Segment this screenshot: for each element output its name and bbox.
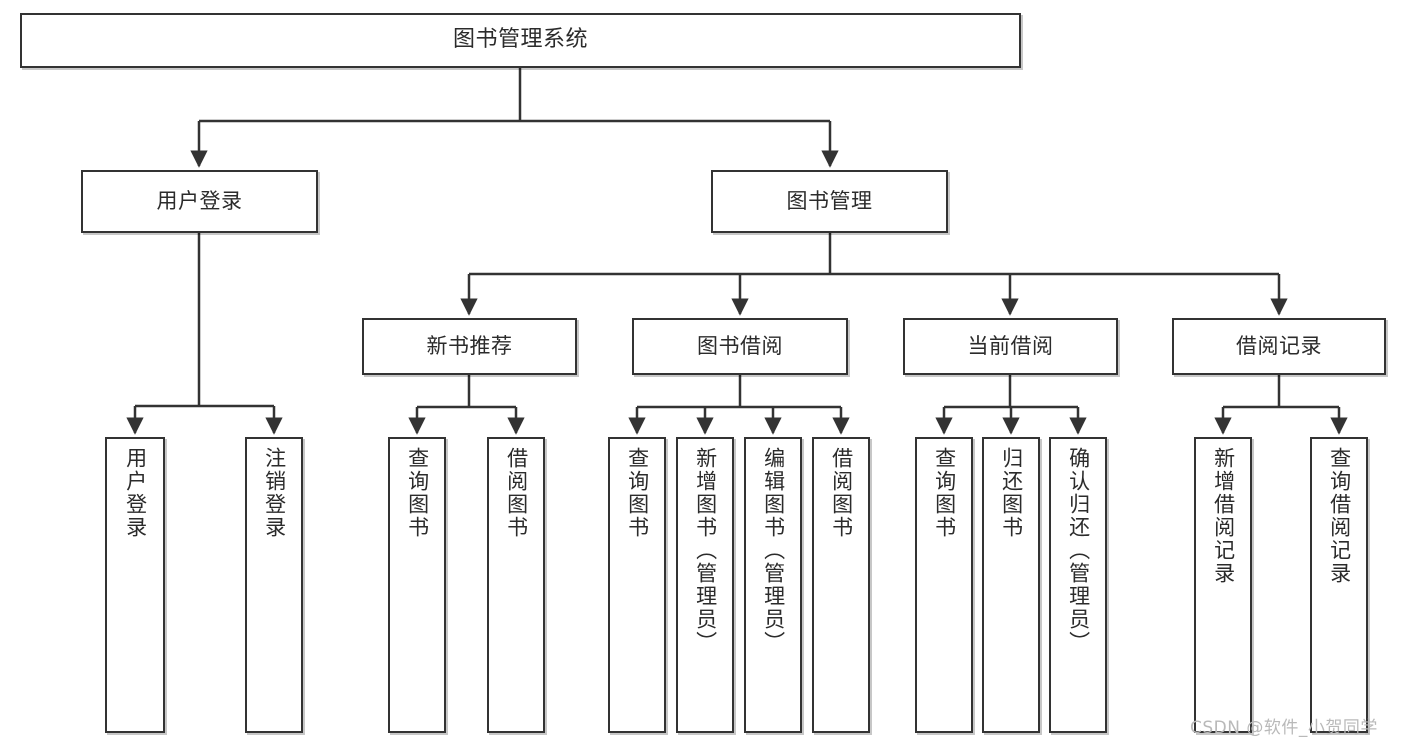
watermark: CSDN @软件_小贺同学 (1190, 718, 1378, 738)
node-leaf-add-record-label: 新增借阅记录 (1211, 447, 1236, 585)
node-book-borrow-label: 图书借阅 (697, 333, 783, 358)
node-new-book-rec-label: 新书推荐 (426, 333, 513, 358)
node-borrow-record[interactable]: 借阅记录 (1172, 318, 1386, 375)
node-borrow-record-label: 借阅记录 (1236, 333, 1322, 358)
node-leaf-query-book-b-label: 查询图书 (625, 447, 650, 539)
node-leaf-borrow-book-new[interactable]: 借阅图书 (487, 437, 545, 733)
node-leaf-user-login-label: 用户登录 (123, 447, 148, 539)
node-leaf-confirm-return-label: 确认归还（管理员） (1066, 447, 1091, 654)
node-current-borrow-label: 当前借阅 (967, 333, 1054, 358)
node-leaf-borrow-book-b-label: 借阅图书 (829, 447, 854, 539)
node-user-login[interactable]: 用户登录 (81, 170, 318, 233)
node-leaf-user-login[interactable]: 用户登录 (105, 437, 165, 733)
node-leaf-query-book-b[interactable]: 查询图书 (608, 437, 666, 733)
node-leaf-add-record[interactable]: 新增借阅记录 (1194, 437, 1252, 733)
node-leaf-query-book-c-label: 查询图书 (932, 447, 957, 539)
node-book-mgmt-label: 图书管理 (786, 188, 873, 213)
node-leaf-borrow-book-new-label: 借阅图书 (504, 447, 529, 539)
node-leaf-query-record-label: 查询借阅记录 (1327, 447, 1352, 585)
node-leaf-user-logout[interactable]: 注销登录 (245, 437, 303, 733)
node-leaf-edit-book[interactable]: 编辑图书（管理员） (744, 437, 802, 733)
node-leaf-edit-book-label: 编辑图书（管理员） (761, 447, 786, 654)
node-leaf-user-logout-label: 注销登录 (262, 447, 287, 539)
node-leaf-return-book-label: 归还图书 (999, 447, 1024, 539)
node-current-borrow[interactable]: 当前借阅 (903, 318, 1118, 375)
node-book-mgmt[interactable]: 图书管理 (711, 170, 948, 233)
node-root-label: 图书管理系统 (452, 27, 588, 53)
node-leaf-query-book-c[interactable]: 查询图书 (915, 437, 973, 733)
node-leaf-add-book-label: 新增图书（管理员） (693, 447, 718, 654)
node-book-borrow[interactable]: 图书借阅 (632, 318, 848, 375)
node-leaf-return-book[interactable]: 归还图书 (982, 437, 1040, 733)
node-leaf-confirm-return[interactable]: 确认归还（管理员） (1049, 437, 1107, 733)
node-user-login-label: 用户登录 (156, 188, 243, 213)
node-root[interactable]: 图书管理系统 (20, 13, 1021, 68)
node-leaf-borrow-book-b[interactable]: 借阅图书 (812, 437, 870, 733)
node-leaf-query-book-new[interactable]: 查询图书 (388, 437, 446, 733)
node-leaf-add-book[interactable]: 新增图书（管理员） (676, 437, 734, 733)
node-leaf-query-book-new-label: 查询图书 (405, 447, 430, 539)
node-leaf-query-record[interactable]: 查询借阅记录 (1310, 437, 1368, 733)
node-new-book-rec[interactable]: 新书推荐 (362, 318, 577, 375)
